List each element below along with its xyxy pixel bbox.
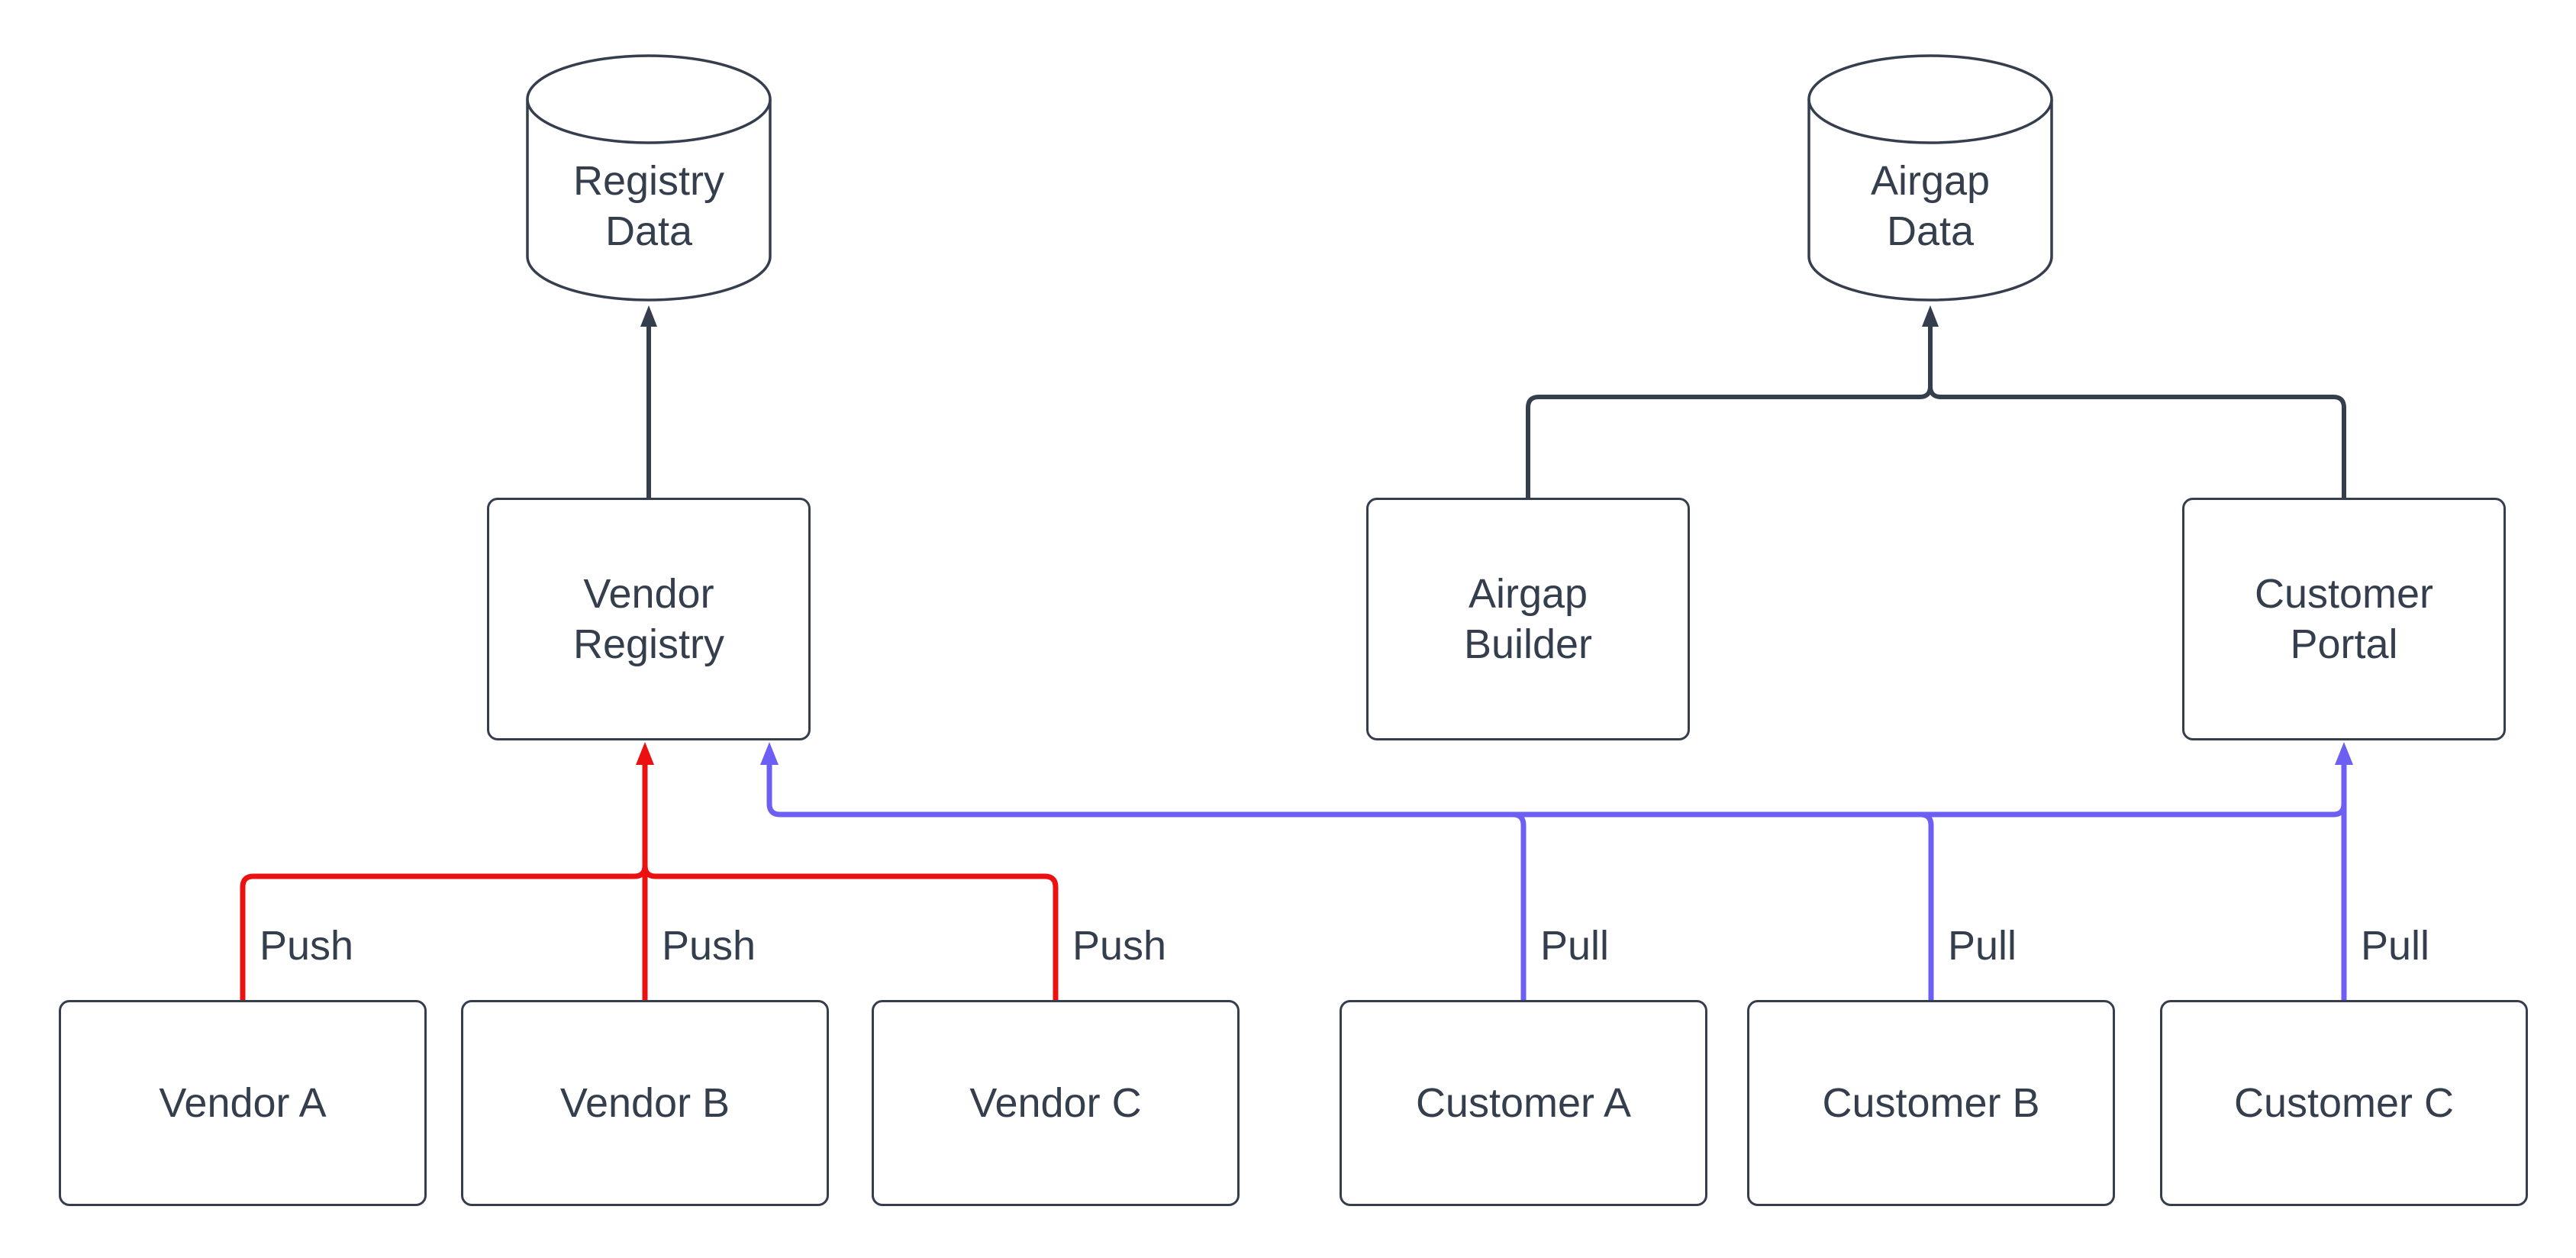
- airgap-data-cylinder: [1807, 54, 2053, 302]
- edge-label-push-vendor-c: Push: [1072, 921, 1167, 971]
- node-customer-a: Customer A: [1340, 1000, 1707, 1206]
- edge-airgap-builder-to-airgap-data: [1526, 305, 1939, 498]
- edge-label-push-vendor-a: Push: [260, 921, 354, 971]
- edge-customer-b-pull: [840, 811, 1934, 1000]
- node-label: Customer C: [2233, 1080, 2455, 1126]
- node-label: Customer A: [1415, 1080, 1632, 1126]
- node-label: Airgap Builder: [1463, 571, 1593, 667]
- node-label: Airgap Data: [1870, 158, 1991, 254]
- node-airgap-builder: Airgap Builder: [1366, 498, 1690, 740]
- node-label: Registry Data: [572, 158, 725, 254]
- node-label: Customer B: [1822, 1080, 2040, 1126]
- node-customer-portal: Customer Portal: [2182, 498, 2506, 740]
- node-customer-b: Customer B: [1747, 1000, 2115, 1206]
- edge-label-push-vendor-b: Push: [662, 921, 756, 971]
- node-registry-data-label-wrap: Registry Data: [527, 122, 770, 290]
- registry-data-cylinder: [526, 54, 772, 302]
- node-label: Customer Portal: [2254, 571, 2434, 667]
- edge-vendor-c-push: [642, 794, 1059, 1000]
- node-label: Vendor C: [969, 1080, 1142, 1126]
- node-label: Vendor Registry: [572, 571, 725, 667]
- edge-customer-portal-to-airgap-data: [1928, 336, 2346, 498]
- node-customer-c: Customer C: [2160, 1000, 2528, 1206]
- node-vendor-c: Vendor C: [872, 1000, 1240, 1206]
- edge-label-pull-customer-b: Pull: [1948, 921, 2017, 971]
- node-label: Vendor A: [159, 1080, 327, 1126]
- node-vendor-a: Vendor A: [59, 1000, 427, 1206]
- edge-label-pull-customer-c: Pull: [2361, 921, 2430, 971]
- edge-pull-trunk-right: [1908, 779, 2347, 818]
- node-vendor-registry: Vendor Registry: [487, 498, 811, 740]
- node-vendor-b: Vendor B: [461, 1000, 829, 1206]
- node-airgap-data-label-wrap: Airgap Data: [1809, 122, 2052, 290]
- node-label: Vendor B: [559, 1080, 730, 1126]
- edge-label-pull-customer-a: Pull: [1540, 921, 1610, 971]
